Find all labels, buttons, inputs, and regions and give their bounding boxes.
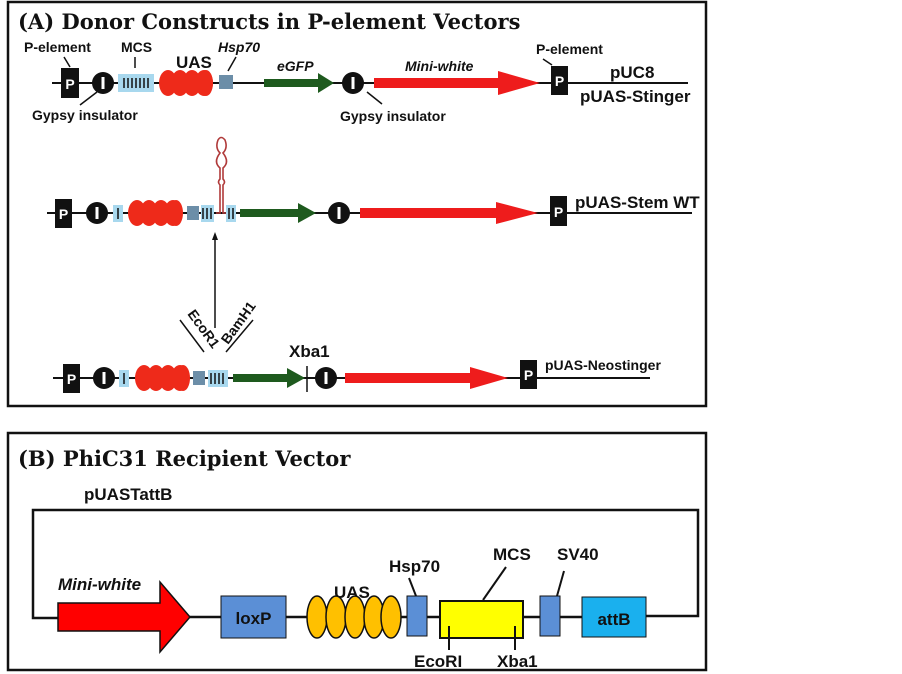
p-element-left-label: P-element (24, 39, 91, 55)
hsp70-block (406, 595, 428, 637)
p-element-left-glyph: P (67, 371, 76, 387)
mcs-stripes (123, 78, 149, 88)
mini-white-arrow (345, 367, 508, 389)
hsp70-promoter-block (193, 371, 205, 385)
mini-white-arrow (360, 202, 538, 224)
hsp70-pointer (227, 56, 237, 72)
p-element-right-pointer (542, 58, 553, 66)
stem-loop-hairpin-icon (215, 136, 228, 214)
insulator-glyph (337, 207, 341, 219)
construct-puas-stinger: P-element P Gypsy insulator MCS UAS Hsp7… (24, 39, 691, 124)
ecori-underline (179, 319, 205, 353)
construct3-name: pUAS-Neostinger (545, 357, 661, 373)
uas-label: UAS (334, 583, 370, 602)
construct1-name: pUAS-Stinger (580, 87, 691, 106)
mcs-label: MCS (121, 39, 152, 55)
hsp70-promoter-block (219, 75, 233, 89)
p-element-left-glyph: P (65, 76, 74, 92)
uas-label: UAS (176, 53, 212, 72)
mini-white-arrow (374, 71, 540, 95)
xba1-label: Xba1 (497, 652, 538, 671)
insertion-arrowhead-icon (212, 232, 218, 240)
attb-block (581, 596, 647, 638)
p-element-right-box (520, 360, 537, 389)
mini-white-arrow (57, 579, 191, 655)
vector-name-label: pUASTattB (84, 485, 172, 504)
p-element-left-pointer (63, 56, 71, 68)
p-element-right-label: P-element (536, 41, 603, 57)
sv40-block (539, 595, 561, 637)
insulator-glyph (102, 372, 106, 384)
uas-repeats (135, 365, 190, 391)
construct-puas-stem-wt: P P pUAS-Stem WT (47, 136, 700, 228)
mini-white-label: Mini-white (58, 575, 141, 594)
plasmid-backbone-loop (31, 508, 700, 620)
p-element-right-glyph: P (524, 367, 533, 383)
insulator-glyph (95, 207, 99, 219)
loxp-label: loxP (236, 609, 272, 628)
puc8-backbone-label: pUC8 (610, 63, 654, 82)
p-element-right-box (551, 66, 568, 95)
insulator-glyph (351, 77, 355, 89)
p-element-right-box (550, 196, 567, 226)
p-element-left-box (55, 199, 72, 228)
p-element-left-glyph: P (59, 206, 68, 222)
hsp70-label: Hsp70 (389, 557, 440, 576)
xba1-label: Xba1 (289, 342, 330, 361)
uas-repeats (159, 70, 213, 96)
attb-label: attB (597, 610, 630, 629)
ecori-label: EcoRI (414, 652, 462, 671)
p-element-right-glyph: P (555, 73, 564, 89)
egfp-arrow (233, 368, 305, 388)
mcs-block-right (226, 205, 236, 222)
gypsy-insulator-right-label: Gypsy insulator (340, 108, 446, 124)
sv40-label: SV40 (557, 545, 599, 564)
construct2-name: pUAS-Stem WT (575, 193, 700, 212)
panel-a-title: (A) Donor Constructs in P-element Vector… (18, 9, 520, 34)
hsp70-pointer (408, 577, 417, 597)
bamh1-underline (225, 319, 254, 353)
uas-repeats (306, 595, 402, 639)
mcs-label: MCS (493, 545, 531, 564)
egfp-arrow (240, 203, 316, 223)
p-element-right-glyph: P (554, 204, 563, 220)
mcs-block (439, 600, 524, 639)
insulator-glyph (101, 77, 105, 89)
panel-b-title: (B) PhiC31 Recipient Vector (18, 446, 351, 471)
mcs-pointer (482, 566, 507, 601)
insulator-glyph (324, 372, 328, 384)
panel-a-frame (6, 0, 708, 408)
uas-repeats (128, 200, 183, 226)
loxp-block (220, 595, 287, 639)
gypsy-left-pointer (79, 91, 98, 106)
p-element-left-box (63, 364, 80, 393)
hsp70-label: Hsp70 (218, 39, 260, 55)
mini-white-label: Mini-white (405, 58, 474, 74)
egfp-label: eGFP (277, 58, 314, 74)
p-element-left-box (61, 68, 79, 98)
gypsy-right-pointer (366, 91, 383, 105)
gypsy-insulator-left-label: Gypsy insulator (32, 107, 138, 123)
hsp70-promoter-block (187, 206, 199, 220)
egfp-arrow (264, 73, 334, 93)
sv40-pointer (556, 570, 565, 597)
